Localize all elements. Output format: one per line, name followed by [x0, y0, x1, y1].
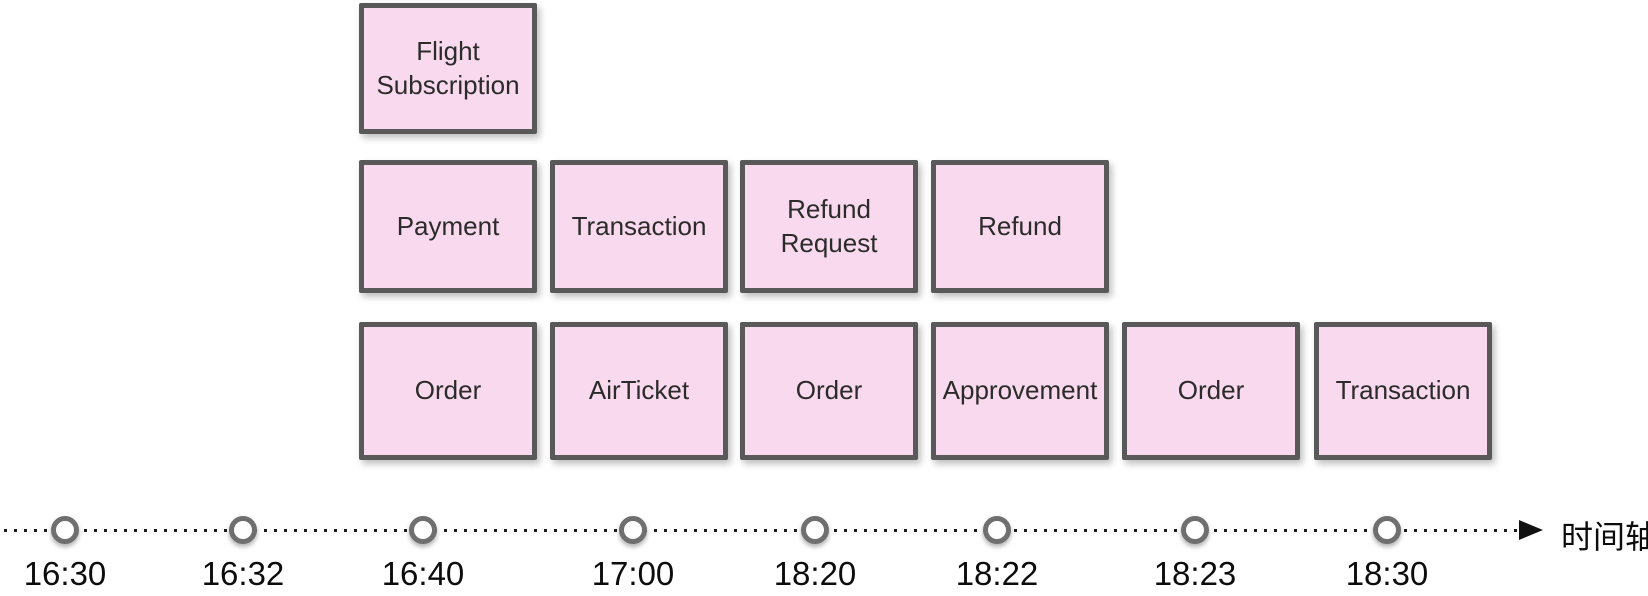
event-box-label: Refund Request — [780, 194, 878, 258]
event-box-airticket: AirTicket — [550, 322, 728, 460]
event-box-flight-subscription: Flight Subscription — [359, 3, 537, 134]
event-box-order-1: Order — [359, 322, 537, 460]
time-label-16-40: 16:40 — [381, 555, 465, 592]
time-tick-marker-18-23 — [1181, 516, 1209, 544]
time-label-18-22: 18:22 — [955, 555, 1039, 592]
time-tick-marker-17-00 — [619, 516, 647, 544]
event-box-order-3: Order — [1122, 322, 1300, 460]
event-box-transaction-2: Transaction — [1314, 322, 1492, 460]
time-tick-marker-16-32 — [229, 516, 257, 544]
time-axis-dotted-line — [4, 529, 1519, 532]
event-box-label: Transaction — [1335, 375, 1471, 406]
event-box-refund: Refund — [931, 160, 1109, 293]
time-tick-marker-16-40 — [409, 516, 437, 544]
event-box-label: Order — [414, 375, 482, 406]
event-box-label: Approvement — [942, 375, 1098, 406]
event-box-transaction-1: Transaction — [550, 160, 728, 293]
event-box-label: Order — [1177, 375, 1245, 406]
event-box-approvement: Approvement — [931, 322, 1109, 460]
event-box-refund-request: Refund Request — [740, 160, 918, 293]
event-box-label: Refund — [978, 210, 1062, 241]
time-tick-marker-18-22 — [983, 516, 1011, 544]
event-box-order-2: Order — [740, 322, 918, 460]
time-tick-marker-16-30 — [51, 516, 79, 544]
event-box-label: AirTicket — [588, 375, 690, 406]
time-label-17-00: 17:00 — [591, 555, 675, 592]
time-tick-marker-18-30 — [1373, 516, 1401, 544]
time-label-16-32: 16:32 — [201, 555, 285, 592]
time-axis-label: 时间轴 — [1561, 519, 1648, 555]
time-label-18-20: 18:20 — [773, 555, 857, 592]
event-box-payment: Payment — [359, 160, 537, 293]
event-box-label: Order — [795, 375, 863, 406]
time-label-18-23: 18:23 — [1153, 555, 1237, 592]
time-axis-arrow-icon — [1519, 520, 1543, 540]
time-tick-marker-18-20 — [801, 516, 829, 544]
time-label-16-30: 16:30 — [23, 555, 107, 592]
event-box-label: Payment — [396, 210, 500, 241]
event-box-label: Flight Subscription — [376, 36, 520, 100]
event-box-label: Transaction — [571, 210, 707, 241]
time-label-18-30: 18:30 — [1345, 555, 1429, 592]
